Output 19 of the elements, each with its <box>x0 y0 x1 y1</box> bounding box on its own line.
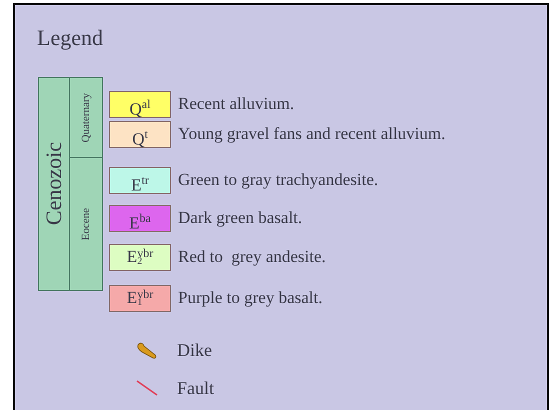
unit-symbol: Q$^{al}$ <box>128 96 152 121</box>
period-name: Cenozoic <box>41 142 67 226</box>
unit-symbol: Q$^{t}$ <box>131 126 149 151</box>
period-name: Eocene <box>80 208 92 240</box>
legend-text: Recent alluvium. <box>178 94 294 114</box>
legend-text: Purple to grey basalt. <box>178 288 322 308</box>
legend-text: Dike <box>177 340 212 360</box>
period-column <box>69 77 103 158</box>
period-column <box>38 77 70 291</box>
period-column <box>69 157 103 291</box>
unit-symbol: E$^{ba}$ <box>128 210 152 235</box>
unit-symbol: E$^{tr}$ <box>130 172 150 197</box>
legend-text: Green to gray trachyandesite. <box>178 170 378 190</box>
legend-text: Young gravel fans and recent alluvium. <box>178 124 446 144</box>
legend-text: Fault <box>177 378 214 398</box>
period-name: Quaternary <box>80 92 92 142</box>
legend-text: Dark green basalt. <box>178 208 302 228</box>
legend-text: Red to grey andesite. <box>178 247 326 267</box>
legend-title: Legend <box>37 25 103 51</box>
